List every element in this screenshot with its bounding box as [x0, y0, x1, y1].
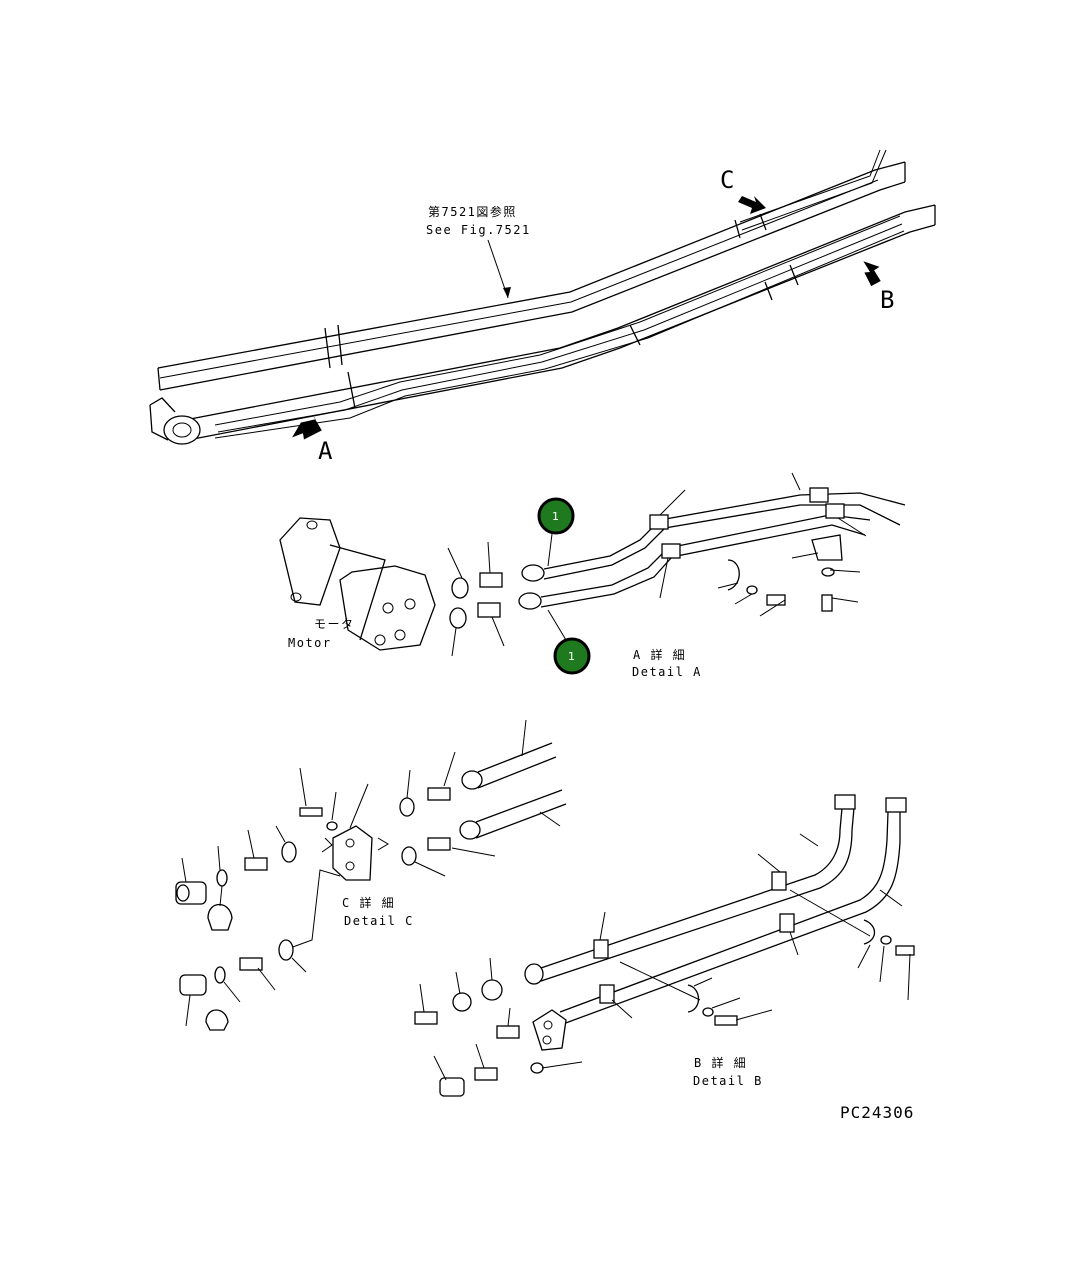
drawing-number: PC24306 — [840, 1103, 914, 1122]
detail-b-group — [414, 794, 915, 1097]
motor-label-jp: モータ — [314, 617, 355, 631]
detail-b-label-en: Detail B — [693, 1074, 763, 1088]
arrow-c-label: C — [720, 166, 734, 194]
arrow-a-label: A — [318, 437, 333, 465]
arrow-b-label: B — [880, 286, 894, 314]
callout-1-bottom-number: 1 — [568, 650, 575, 663]
see-fig-jp: 第7521図参照 — [428, 204, 517, 219]
arrow-a-icon — [292, 414, 322, 440]
detail-a-group — [279, 472, 906, 657]
callout-1-top-number: 1 — [552, 510, 559, 523]
boom-assembly — [149, 149, 936, 445]
arrow-c-icon — [738, 196, 766, 214]
callout-1-bottom[interactable]: 1 — [553, 637, 591, 675]
motor-label-en: Motor — [288, 636, 332, 650]
detail-c-label-en: Detail C — [344, 914, 414, 928]
detail-c-label-jp: C 詳 細 — [342, 895, 395, 910]
callout-1-top[interactable]: 1 — [537, 497, 575, 535]
see-fig-en: See Fig.7521 — [426, 223, 531, 237]
detail-a-label-jp: A 詳 細 — [633, 647, 686, 662]
arrow-b-icon — [863, 261, 881, 287]
detail-a-label-en: Detail A — [632, 665, 702, 679]
detail-b-label-jp: B 詳 細 — [694, 1055, 747, 1070]
detail-c-group — [175, 719, 567, 1031]
